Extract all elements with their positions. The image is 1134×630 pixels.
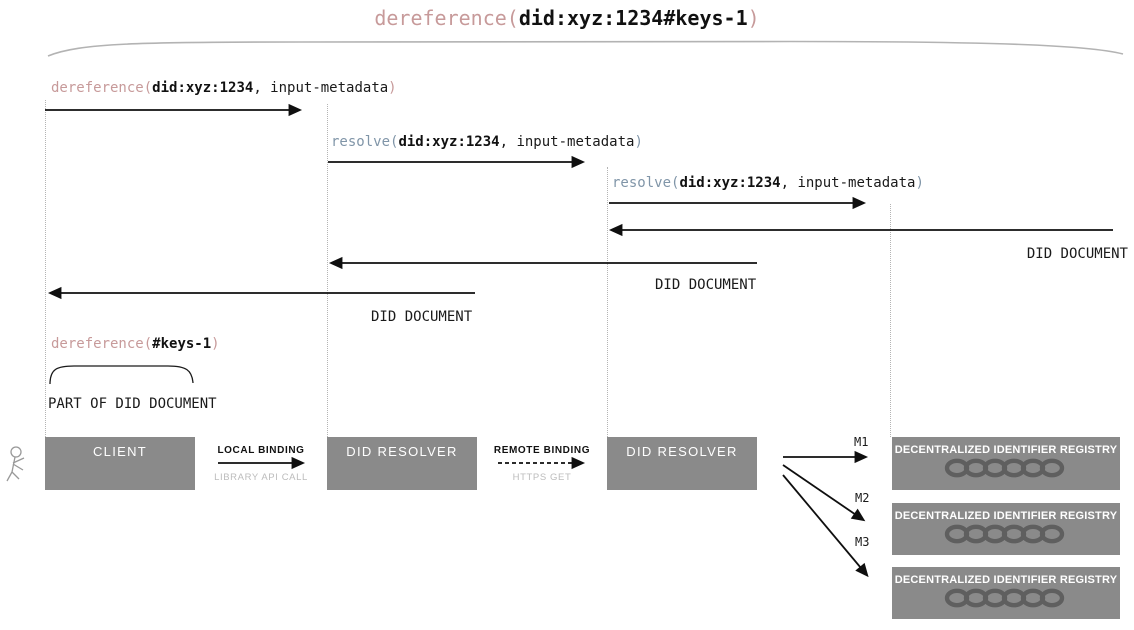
label-part-of-did-document: PART OF DID DOCUMENT [48,396,217,412]
top-brace-arc [47,40,1124,57]
actor-label: DECENTRALIZED IDENTIFIER REGISTRY [894,444,1118,456]
actor-label: DID RESOLVER [626,444,738,459]
label-https-get: HTTPS GET [512,472,572,483]
label-method-m2: M2 [855,491,870,505]
title-close-paren: ) [747,6,760,30]
label-method-m3: M3 [855,535,870,549]
message-resolve-local: resolve(did:xyz:1234, input-metadata) [331,134,643,150]
fn-argument: did:xyz:1234 [679,175,781,191]
label-remote-binding: REMOTE BINDING [493,445,591,456]
actor-box-resolver-remote: DID RESOLVER [607,437,757,490]
label-local-binding: LOCAL BINDING [217,445,305,456]
title-function-name: dereference( [374,6,519,30]
lifeline-registry [890,204,891,437]
chain-links-icon [944,588,1065,608]
title-argument: did:xyz:1234#keys-1 [518,6,748,30]
actor-label: DID RESOLVER [346,444,458,459]
page-title: dereference(did:xyz:1234#keys-1) [0,6,1134,30]
fn-close: ) [211,336,220,352]
label-library-api-call: LIBRARY API CALL [214,472,308,483]
fn-name: dereference( [51,80,153,96]
fn-params: , input-metadata [780,175,916,191]
fn-close: ) [388,80,397,96]
fn-argument: #keys-1 [152,336,212,352]
actor-box-registry-1: DECENTRALIZED IDENTIFIER REGISTRY [892,437,1120,490]
fn-argument: did:xyz:1234 [398,134,500,150]
actor-label: DECENTRALIZED IDENTIFIER REGISTRY [894,510,1118,522]
arrow-method-m3 [782,474,869,578]
fn-name: dereference( [51,336,153,352]
fn-close: ) [915,175,924,191]
lifeline-resolver-remote [607,167,608,437]
actor-label: DECENTRALIZED IDENTIFIER REGISTRY [894,574,1118,586]
actor-label: CLIENT [92,444,148,459]
message-resolve-remote: resolve(did:xyz:1234, input-metadata) [612,175,924,191]
lifeline-client [45,100,46,437]
stick-figure-icon [6,446,25,482]
actor-box-registry-2: DECENTRALIZED IDENTIFIER REGISTRY [892,503,1120,555]
chain-links-icon [944,458,1065,478]
arrow-method-m2 [782,464,866,522]
fn-argument: did:xyz:1234 [152,80,254,96]
chain-links-icon [944,524,1065,544]
label-did-document-remote: DID DOCUMENT [655,277,757,293]
message-dereference-call: dereference(did:xyz:1234, input-metadata… [51,80,397,96]
label-did-document-local: DID DOCUMENT [371,309,473,325]
label-did-document-registry: DID DOCUMENT [1026,246,1128,262]
actor-box-registry-3: DECENTRALIZED IDENTIFIER REGISTRY [892,567,1120,619]
lifeline-resolver-local [327,104,328,437]
self-call-loop [49,365,194,385]
message-self-dereference: dereference(#keys-1) [51,336,220,352]
fn-name: resolve( [331,134,399,150]
fn-params: , input-metadata [253,80,389,96]
fn-name: resolve( [612,175,680,191]
fn-close: ) [634,134,643,150]
label-method-m1: M1 [854,435,869,449]
actor-box-client: CLIENT [45,437,195,490]
fn-params: , input-metadata [499,134,635,150]
actor-box-resolver-local: DID RESOLVER [327,437,477,490]
